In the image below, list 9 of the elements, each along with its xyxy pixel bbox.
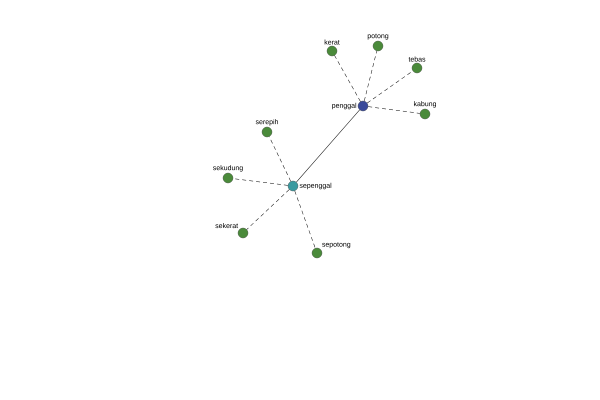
dashed-line	[368, 106, 420, 114]
dashed-line	[334, 55, 361, 102]
dashed-line	[246, 189, 290, 230]
dashed-line	[294, 190, 316, 248]
connector-line	[296, 110, 360, 182]
dashed-line	[232, 178, 288, 186]
dashed-line	[364, 50, 377, 102]
dashed-line	[367, 70, 413, 104]
dashed-line	[269, 136, 291, 182]
